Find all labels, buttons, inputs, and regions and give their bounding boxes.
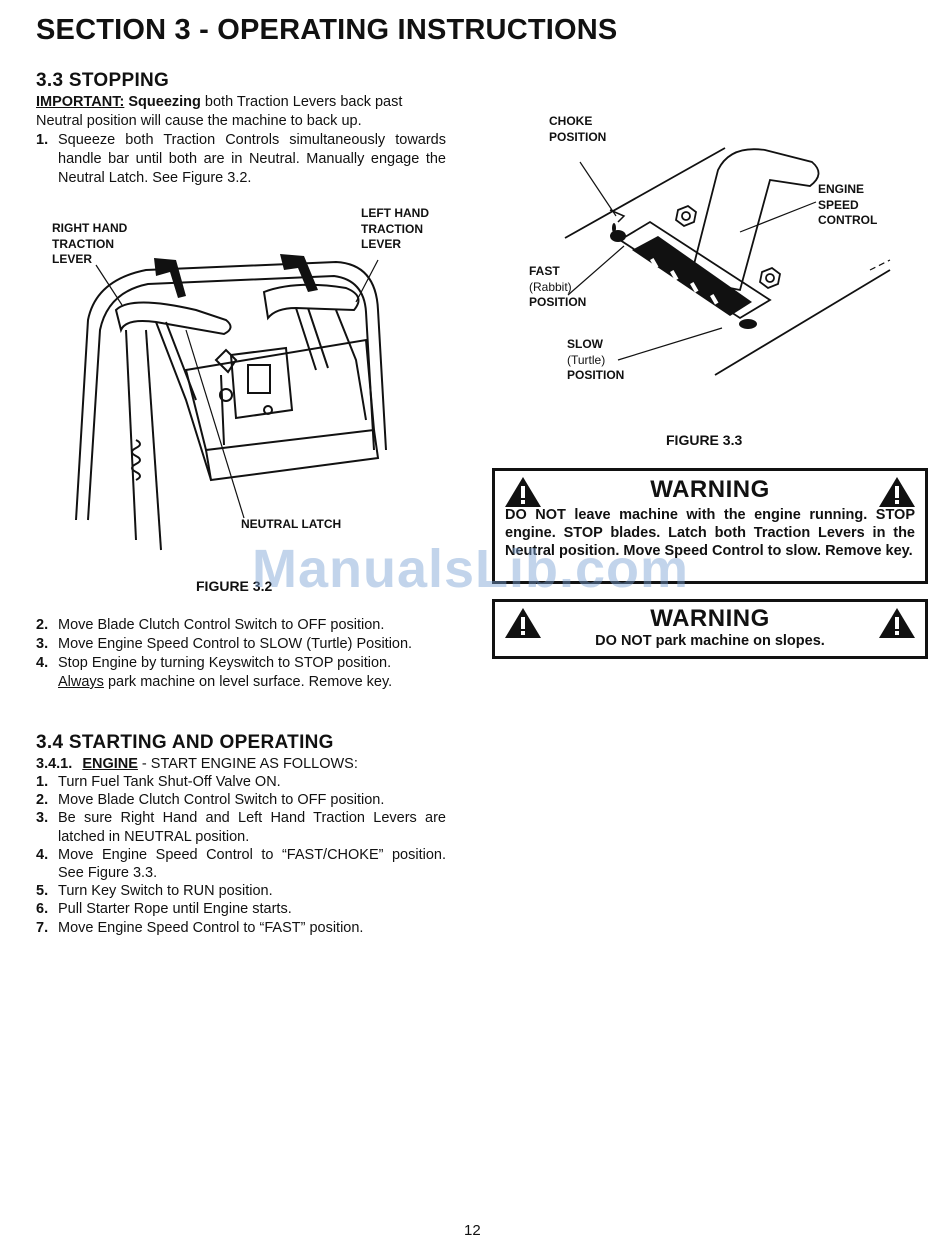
figure-3-2-drawing: [75, 254, 387, 551]
starting-heading: 3.4 STARTING AND OPERATING: [36, 732, 334, 753]
warning-text: DO NOT leave machine with the engine run…: [505, 507, 915, 559]
label-engine-speed-control: ENGINE SPEED CONTROL: [818, 182, 878, 227]
label-neutral-latch: NEUTRAL LATCH: [241, 517, 342, 531]
warning-box-engine: WARNING DO NOT leave machine with the en…: [492, 468, 928, 584]
figure-3-3-caption: FIGURE 3.3: [666, 432, 743, 448]
list-item: 3. Move Engine Speed Control to SLOW (Tu…: [36, 636, 413, 652]
watermark: ManualsLib.com: [252, 539, 690, 599]
list-item: 4.Move Engine Speed Control to “FAST/CHO…: [36, 846, 446, 882]
engine-subheading: 3.4.1. ENGINE - START ENGINE AS FOLLOWS:: [36, 756, 358, 772]
important-bold: Squeezing: [128, 94, 201, 110]
label-choke-position: CHOKE POSITION: [549, 114, 607, 144]
important-line2: Neutral position will cause the machine …: [36, 113, 362, 129]
section-title: SECTION 3 - OPERATING INSTRUCTIONS: [36, 14, 618, 46]
stopping-steps-a: 1. Squeeze both Traction Controls simult…: [36, 131, 446, 188]
warning-triangle-icon: [879, 477, 915, 507]
starting-steps: 1.Turn Fuel Tank Shut-Off Valve ON. 2.Mo…: [36, 773, 446, 937]
list-item: 7.Move Engine Speed Control to “FAST” po…: [36, 919, 364, 936]
important-note: IMPORTANT: Squeezing both Traction Lever…: [36, 93, 448, 131]
list-item: 6.Pull Starter Rope until Engine starts.: [36, 901, 292, 918]
label-right-hand-traction-lever: RIGHT HAND TRACTION LEVER: [52, 221, 128, 266]
stopping-heading: 3.3 STOPPING: [36, 70, 170, 91]
warning-box-slopes: WARNING DO NOT park machine on slopes.: [492, 599, 928, 659]
important-rest: both Traction Levers back past: [204, 94, 403, 110]
figure-3-2-caption: FIGURE 3.2: [196, 578, 273, 594]
label-left-hand-traction-lever: LEFT HAND TRACTION LEVER: [361, 206, 429, 251]
important-label: IMPORTANT:: [36, 94, 125, 110]
warning-triangle-icon: [505, 608, 541, 638]
figure-3-3-drawing: [564, 147, 891, 376]
list-item: 2.Move Blade Clutch Control Switch to OF…: [36, 792, 385, 809]
list-item: 2. Move Blade Clutch Control Switch to O…: [36, 617, 385, 633]
label-fast-position: FAST (Rabbit) POSITION: [529, 264, 587, 309]
label-slow-position: SLOW (Turtle) POSITION: [567, 337, 625, 382]
warning-triangle-icon: [505, 477, 541, 507]
page-number: 12: [464, 1222, 481, 1239]
list-item: 1. Squeeze both Traction Controls simult…: [36, 132, 446, 186]
warning-title: WARNING: [650, 605, 770, 632]
list-item: 5.Turn Key Switch to RUN position.: [36, 883, 273, 900]
list-item: 3.Be sure Right Hand and Left Hand Tract…: [36, 810, 446, 845]
warning-triangle-icon: [879, 608, 915, 638]
list-item: 1.Turn Fuel Tank Shut-Off Valve ON.: [36, 774, 281, 790]
warning-text: DO NOT park machine on slopes.: [595, 633, 825, 649]
stopping-steps-b: 2. Move Blade Clutch Control Switch to O…: [36, 616, 446, 692]
list-item: 4. Stop Engine by turning Keyswitch to S…: [36, 655, 393, 690]
warning-title: WARNING: [650, 476, 770, 503]
